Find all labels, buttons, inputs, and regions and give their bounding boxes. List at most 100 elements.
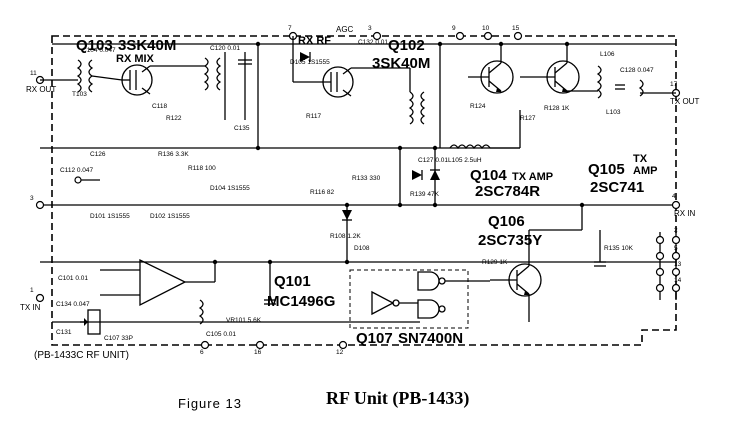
t102-transformer: [40, 59, 123, 93]
board-label: (PB-1433C RF UNIT): [34, 350, 129, 361]
tx-in-label: TX IN: [20, 303, 41, 312]
pin-number: 16: [254, 349, 262, 356]
component-label: C107 33P: [104, 335, 133, 342]
pin-number: 2: [674, 227, 678, 234]
q102-transistor-symbol: [292, 36, 354, 98]
pin-number: 1: [30, 287, 34, 294]
component-label: C127 0.01: [418, 157, 448, 164]
component-label: D102 1S1555: [150, 213, 190, 220]
q104-transistor-symbol: [468, 44, 514, 94]
q105-func-label: TX: [633, 153, 648, 165]
component-label: R136 3.3K: [158, 151, 189, 158]
pin-number: 6: [200, 349, 204, 356]
l105-coil: [449, 144, 491, 150]
tx-in-terminal[interactable]: [35, 293, 45, 303]
d105-diode: [300, 52, 311, 62]
component-label: R135 10K: [604, 245, 634, 252]
q105-ref-label: Q105: [588, 161, 625, 178]
vr101-potentiometer[interactable]: [80, 309, 101, 335]
q102-part-label: 3SK40M: [372, 55, 430, 72]
pin-number: 10: [482, 25, 490, 32]
pin-number: 11: [30, 70, 37, 77]
component-label: L106: [600, 51, 615, 58]
component-label: C135: [234, 125, 250, 132]
component-label: L103: [606, 109, 621, 116]
pin-number: 13: [674, 261, 682, 268]
q106-part-label: 2SC735Y: [478, 232, 542, 249]
component-label: R118 100: [188, 165, 216, 172]
component-label: VR101 5.6K: [226, 317, 262, 324]
q101-ref-label: Q101: [274, 273, 311, 290]
q102-func-label: RX RF: [298, 35, 331, 47]
agc-label: AGC: [336, 25, 354, 34]
component-label: T103: [72, 91, 87, 98]
component-label: C126: [90, 151, 106, 158]
component-label: R139 47K: [410, 191, 440, 198]
q107-ref-label: Q107: [356, 330, 393, 347]
pin-number: 7: [288, 25, 292, 32]
component-label: R124: [470, 103, 486, 110]
q101-part-label: MC1496G: [267, 293, 335, 310]
q103-transistor-symbol: [121, 64, 153, 96]
component-label: C132 0.01: [358, 39, 388, 46]
component-label: C134 0.047: [56, 301, 90, 308]
component-label: D104 1S1555: [210, 185, 250, 192]
q104-part-label: 2SC784R: [475, 183, 540, 200]
board-outline: [51, 35, 677, 346]
rx-in-terminal[interactable]: [671, 200, 681, 210]
component-label: C104 0.047: [82, 47, 116, 54]
component-label: R116 82: [310, 189, 334, 196]
q101-modulator-symbol: [100, 258, 216, 307]
q102-tank-network: [351, 44, 441, 148]
q106-ref-label: Q106: [488, 213, 525, 230]
pin-3-terminal[interactable]: [35, 200, 45, 210]
pin-number: 17: [670, 81, 678, 88]
q107-part-label: SN7400N: [398, 330, 463, 347]
q105-transistor-symbol: [520, 44, 580, 94]
q106-transistor-symbol: [490, 205, 583, 322]
tx-output-coil: [567, 65, 676, 99]
component-label: C128 0.047: [620, 67, 654, 74]
pin-12-terminal[interactable]: [338, 340, 348, 350]
rx-in-label: RX IN: [674, 209, 696, 218]
pin-10-terminal[interactable]: [483, 31, 493, 41]
q104-ref-label: Q104: [470, 167, 507, 184]
pin-number: 5: [674, 245, 678, 252]
component-label: R129 1K: [482, 259, 508, 266]
component-label: R128 1K: [544, 105, 570, 112]
component-label: L105 2.5uH: [448, 157, 482, 164]
q103-part-label: 3SK40M: [118, 37, 176, 54]
q107-logic-block: [349, 269, 490, 329]
q105-part-label: 2SC741: [590, 179, 644, 196]
pin-number: 12: [336, 349, 344, 356]
rx-out-label: RX OUT: [26, 85, 56, 94]
d106-diode: [342, 205, 352, 262]
component-label: C105 0.01: [206, 331, 236, 338]
d101-d102-diodes: [399, 148, 440, 205]
component-label: D105 1S1555: [290, 59, 330, 66]
q104-func-label: TX AMP: [512, 171, 553, 183]
ground-stubs: [264, 230, 606, 305]
component-label: R108 1.2K: [330, 233, 361, 240]
component-label: R127: [520, 115, 536, 122]
component-label: R122: [166, 115, 182, 122]
component-label: C131: [56, 329, 72, 336]
junction-dots: [212, 41, 585, 265]
pin-16-terminal[interactable]: [255, 340, 265, 350]
pin-9-terminal[interactable]: [455, 31, 465, 41]
pin-15-terminal[interactable]: [513, 31, 523, 41]
q102-ref-label: Q102: [388, 37, 425, 54]
q103-func-label: RX MIX: [116, 53, 155, 65]
pin-number: 15: [512, 25, 520, 32]
pin-8-terminal[interactable]: [372, 31, 382, 41]
component-label: C101 0.01: [58, 275, 88, 282]
component-label: D101 1S1555: [90, 213, 130, 220]
component-label: C120 0.01: [210, 45, 240, 52]
pin-number: 4: [672, 193, 676, 200]
pin-number: 14: [674, 277, 682, 284]
figure-title: RF Unit (PB-1433): [326, 388, 470, 408]
pin-6-terminal[interactable]: [200, 340, 210, 350]
p101-test-point: [74, 176, 100, 184]
q103-tank-network: [150, 44, 259, 148]
